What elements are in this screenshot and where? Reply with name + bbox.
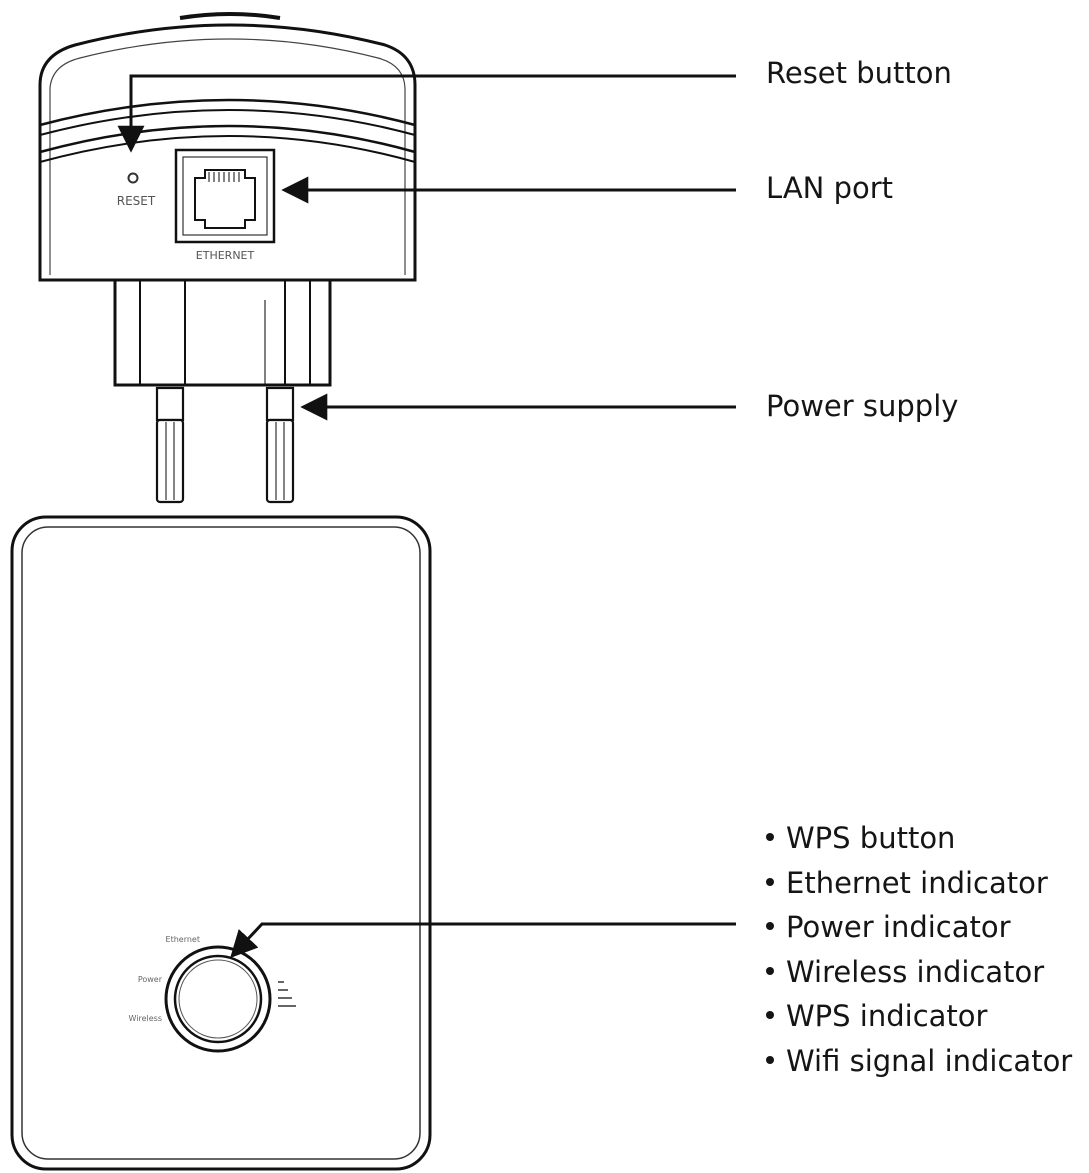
bullet-icon <box>766 966 774 975</box>
led-label-power: Power <box>138 975 163 984</box>
bullet-icon <box>766 1055 774 1064</box>
ethernet-label: ETHERNET <box>196 249 255 262</box>
device-top-view <box>38 12 417 504</box>
list-item: Wireless indicator <box>766 952 1072 997</box>
led-label-wireless: Wireless <box>129 1014 162 1023</box>
panel-leader-arrow <box>230 922 736 958</box>
list-item: Power indicator <box>766 907 1072 952</box>
led-label-ethernet: Ethernet <box>166 935 200 944</box>
list-item: Wifi signal indicator <box>766 1041 1072 1086</box>
reset-label: RESET <box>117 194 156 208</box>
reset-hole-icon <box>127 172 139 184</box>
device-front-view <box>10 515 432 1171</box>
bullet-icon <box>766 922 774 930</box>
callout-lan-port: LAN port <box>766 171 894 205</box>
list-item: WPS button <box>766 818 1072 863</box>
signal-bars-icon <box>278 981 296 1007</box>
callout-power-supply: Power supply <box>766 389 959 423</box>
callout-reset-button: Reset button <box>766 56 952 90</box>
bullet-icon <box>766 833 774 841</box>
bullet-icon <box>766 877 774 886</box>
bullet-icon <box>766 1011 774 1019</box>
list-item: WPS indicator <box>766 996 1072 1041</box>
list-item: Ethernet indicator <box>766 863 1072 908</box>
front-panel-feature-list: WPS button Ethernet indicator Power indi… <box>766 818 1072 1085</box>
reset-leader-arrow <box>117 74 736 153</box>
